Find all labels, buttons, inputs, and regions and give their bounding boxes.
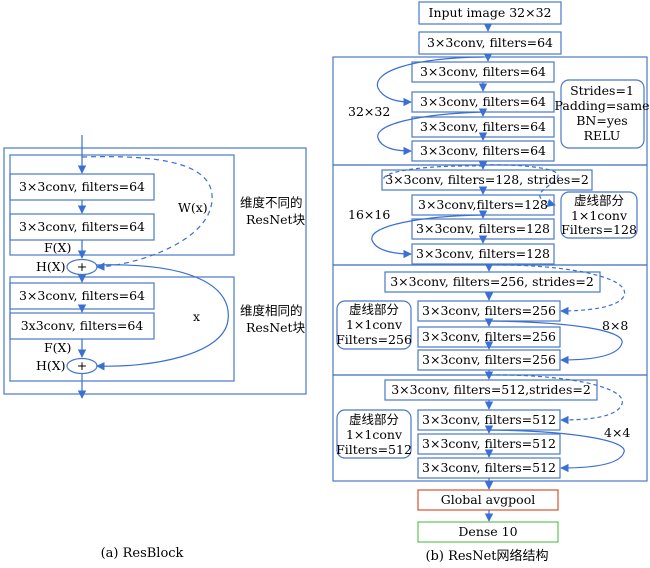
resblock-b2-side-line1: 维度相同的 [240, 303, 303, 318]
resnet-s1-size-label: 32×32 [348, 104, 390, 119]
resnet-s4-conv3-label: 3×3conv, filters=512 [422, 436, 556, 451]
resnet-diagram [332, 1, 648, 543]
resnet-s2-dashed-skip [482, 164, 559, 207]
resblock-b1-side-line2: ResNet块 [246, 212, 306, 227]
resnet-s2-note-line1: 虚线部分 [574, 193, 624, 208]
resblock-b1-plus: + [77, 259, 87, 274]
resnet-s2-note-line2: 1×1conv [571, 208, 628, 223]
resnet-s4-skip [488, 429, 625, 473]
resnet-s1-note-line2: Padding=same [555, 98, 650, 113]
resnet-s3-skip [488, 320, 623, 365]
resnet-s1-conv4-label: 3×3conv, filters=64 [420, 143, 546, 158]
resnet-stem-label: 3×3conv, filters=64 [427, 35, 553, 50]
resnet-s3-conv3-label: 3×3conv, filters=256 [422, 329, 556, 344]
resnet-s1-note-line3: BN=yes [576, 113, 627, 128]
resnet-s4-dashed-skip [488, 374, 623, 425]
resnet-s2-skip [371, 214, 484, 259]
resnet-s4-note-line3: Filters=512 [336, 442, 412, 457]
resblock-x-skip [95, 264, 229, 371]
resblock-b2-fx-label: F(X) [44, 340, 71, 355]
resnet-s4-conv4-label: 3×3conv, filters=512 [422, 460, 556, 475]
resblock-wx-skip [81, 156, 213, 271]
resblock-diagram [3, 135, 307, 399]
resnet-s2-conv2-label: 3×3conv,filters=128 [418, 197, 548, 212]
resnet-s3-note-box [336, 300, 412, 350]
resnet-s3-note-line1: 虚线部分 [349, 302, 399, 317]
resnet-s2-size-label: 16×16 [348, 207, 390, 222]
resnet-s4-conv1-label: 3×3conv, filters=512,strides=2 [391, 382, 591, 397]
resnet-s4-note-line1: 虚线部分 [349, 412, 399, 427]
resnet-s2-conv4-box [411, 243, 555, 265]
resnet-s2-dashed-skip-left [383, 165, 484, 181]
resnet-flow-arrows [478, 82, 494, 522]
resblock-x-label: x [193, 309, 200, 324]
resblock-b1-conv2-label: 3×3conv, filters=64 [19, 219, 145, 234]
resblock-caption: (a) ResBlock [101, 546, 184, 561]
resnet-s2-note-box [560, 191, 638, 239]
resnet-s2-note-line3: Filters=128 [561, 222, 637, 237]
resnet-s4-conv1-box [384, 379, 598, 401]
resnet-s1-note-line1: Strides=1 [570, 83, 634, 98]
resnet-s4-note-box [336, 409, 412, 459]
resnet-s3-dashed-skip [488, 264, 626, 316]
resnet-s1-conv3-label: 3×3conv, filters=64 [420, 119, 546, 134]
resnet-s1-note-box [560, 79, 645, 149]
resblock-b1-fx-label: F(X) [44, 240, 71, 255]
resblock-block1-frame [9, 154, 235, 256]
resnet-s3-size-label: 8×8 [602, 318, 628, 333]
resblock-b2-side-line2: ResNet块 [246, 320, 306, 335]
resnet-text: Input image 32×32 3×3conv, filters=64 3×… [336, 5, 649, 564]
resnet-s4-note-line2: 1×1conv [346, 427, 403, 442]
resnet-dense-box [417, 521, 559, 543]
resnet-s3-conv1-label: 3×3conv, filters=256, strides=2 [390, 274, 594, 289]
resnet-s3-note-line3: Filters=256 [336, 332, 412, 347]
resblock-b1-hx-label: H(X) [36, 259, 66, 274]
resnet-s1-conv2-label: 3×3conv, filters=64 [420, 94, 546, 109]
resblock-b2-conv1-label: 3×3conv, filters=64 [19, 288, 145, 303]
resnet-s2-conv1-label: 3×3conv, filters=128, strides=2 [385, 172, 589, 187]
resblock-b1-conv1-label: 3×3conv, filters=64 [19, 179, 145, 194]
resnet-s4-conv2-label: 3×3conv, filters=512 [422, 412, 556, 427]
resnet-caption: (b) ResNet网络结构 [425, 548, 548, 564]
resblock-wx-label: W(x) [178, 200, 208, 215]
resblock-b2-conv2-label: 3x3conv, filters=64 [21, 318, 144, 333]
resblock-b2-plus: + [77, 358, 87, 373]
resnet-s1-note-line4: RELU [584, 128, 621, 143]
resnet-pool-box [417, 489, 559, 511]
resnet-s4-size-label: 4×4 [604, 425, 630, 440]
resnet-s1-skip2 [377, 111, 484, 156]
resblock-outer-frame [3, 147, 307, 395]
resnet-s1-skip1 [376, 56, 484, 107]
resblock-b1-side-line1: 维度不同的 [240, 195, 303, 210]
resnet-s1-conv1-label: 3×3conv, filters=64 [420, 64, 546, 79]
resnet-input-label: Input image 32×32 [429, 5, 552, 20]
resnet-dense-label: Dense 10 [458, 524, 517, 539]
resnet-s3-conv1-box [384, 271, 601, 293]
resnet-s2-conv3-label: 3×3conv, filters=128 [416, 221, 550, 236]
resblock-text: 3×3conv, filters=64 3×3conv, filters=64 … [19, 179, 306, 561]
resblock-b2-hx-label: H(X) [36, 358, 66, 373]
resnet-s2-conv4-label: 3×3conv, filters=128 [416, 246, 550, 261]
resnet-s3-conv4-label: 3×3conv, filters=256 [422, 352, 556, 367]
resnet-s3-conv2-label: 3×3conv, filters=256 [422, 303, 556, 318]
resnet-pool-label: Global avgpool [441, 492, 536, 507]
resnet-s3-note-line2: 1×1conv [346, 317, 403, 332]
